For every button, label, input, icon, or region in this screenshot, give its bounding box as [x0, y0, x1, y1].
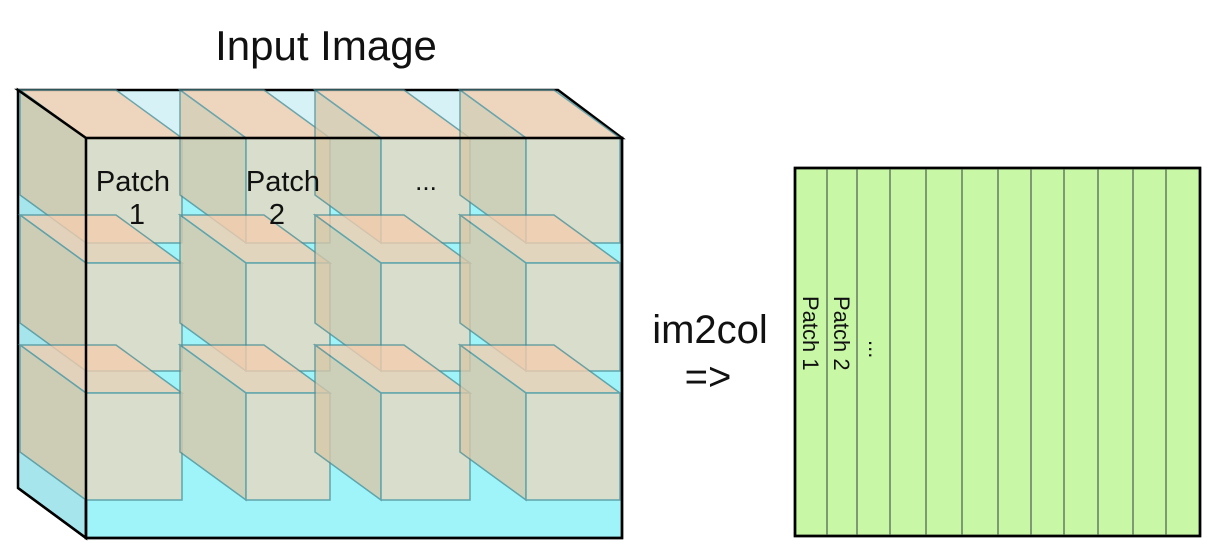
input-image-title: Input Image: [215, 22, 437, 69]
column-label-patch-1: Patch 1: [798, 296, 823, 371]
patch-2-label-line1: Patch: [246, 166, 320, 198]
patch-1-label-line2: 1: [129, 199, 145, 231]
input-image-block: [14, 87, 626, 541]
patch-cube: [457, 88, 623, 245]
column-label-more: ...: [864, 340, 889, 358]
patch-cube: [17, 343, 185, 502]
column-matrix: Patch 1 Patch 2 ...: [793, 166, 1202, 538]
patch-cube: [312, 213, 473, 373]
patch-grid: [17, 88, 623, 502]
column-label-patch-2: Patch 2: [829, 296, 854, 371]
patch-more-label: ...: [415, 166, 437, 196]
patch-cube: [457, 343, 623, 502]
im2col-label: im2col: [652, 308, 768, 352]
patch-cube: [312, 88, 473, 245]
patch-cube: [17, 213, 185, 373]
matrix-column-lines: [826, 168, 1167, 536]
patch-cube: [312, 343, 473, 502]
patch-1-label-line1: Patch: [96, 166, 170, 198]
im2col-arrow: im2col =>: [652, 308, 768, 399]
patch-2-label-line2: 2: [269, 199, 285, 231]
arrow-symbol: =>: [685, 355, 732, 399]
patch-labels: Patch 1 Patch 2 ...: [96, 166, 437, 231]
